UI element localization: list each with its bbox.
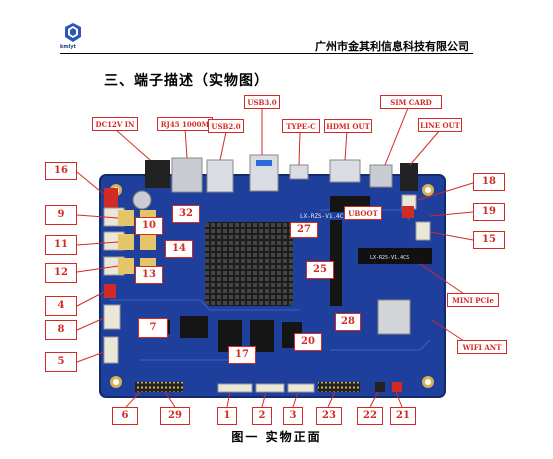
callout-5: 5 bbox=[45, 352, 77, 372]
heatsink bbox=[205, 222, 293, 306]
callout-28: 28 bbox=[335, 313, 361, 331]
callout-mini-pcie: MINI PCIe bbox=[447, 293, 499, 307]
callout-1: 1 bbox=[217, 407, 237, 425]
figure-caption: 图一 实物正面 bbox=[231, 430, 322, 444]
callout-6: 6 bbox=[112, 407, 138, 425]
top-connectors bbox=[145, 154, 418, 193]
callout-11: 11 bbox=[45, 235, 77, 255]
callout-29: 29 bbox=[160, 407, 190, 425]
callout-25: 25 bbox=[306, 261, 334, 279]
callout-21: 21 bbox=[390, 407, 416, 425]
section-title: 三、端子描述（实物图） bbox=[104, 73, 269, 89]
callout-4: 4 bbox=[45, 296, 77, 316]
callout-usb30: USB3.0 bbox=[244, 95, 280, 109]
callout-32: 32 bbox=[172, 205, 200, 223]
callout-usb20: USB2.0 bbox=[208, 119, 244, 133]
silkscreen-text: LX-RZS-V1.4CS bbox=[300, 213, 347, 220]
callout-10: 10 bbox=[135, 217, 163, 235]
bottom-headers bbox=[135, 382, 402, 393]
callout-sim-card: SIM CARD bbox=[380, 95, 442, 109]
header-divider bbox=[60, 53, 473, 54]
callout-uboot: UBOOT bbox=[344, 206, 382, 220]
callout-dc12v-in: DC12V IN bbox=[92, 117, 138, 131]
callout-14: 14 bbox=[165, 240, 193, 258]
callout-rj45: RJ45 1000M bbox=[157, 117, 213, 131]
callout-20: 20 bbox=[294, 333, 322, 351]
callout-12: 12 bbox=[45, 263, 77, 283]
callout-16: 16 bbox=[45, 162, 77, 180]
fpc-connector bbox=[330, 220, 342, 306]
callout-13: 13 bbox=[135, 266, 163, 284]
callout-2: 2 bbox=[252, 407, 272, 425]
callout-7: 7 bbox=[138, 318, 168, 338]
callout-line-out: LINE OUT bbox=[418, 118, 462, 132]
callout-15: 15 bbox=[473, 231, 505, 249]
callout-23: 23 bbox=[316, 407, 342, 425]
callout-hdmi-out: HDMI OUT bbox=[324, 119, 372, 133]
callout-18: 18 bbox=[473, 173, 505, 191]
callout-3: 3 bbox=[283, 407, 303, 425]
callout-type-c: TYPE-C bbox=[282, 119, 320, 133]
mini-pcie-slot: LX-R25-V1.4CS bbox=[358, 248, 432, 264]
callout-8: 8 bbox=[45, 320, 77, 340]
logo-text: kmlyt bbox=[60, 44, 76, 50]
company-logo bbox=[65, 23, 81, 42]
ic-chips bbox=[150, 196, 411, 352]
callout-19: 19 bbox=[473, 203, 505, 221]
callout-22: 22 bbox=[357, 407, 383, 425]
company-name: 广州市金其利信息科技有限公司 bbox=[315, 40, 469, 53]
callout-27: 27 bbox=[290, 222, 318, 238]
callout-9: 9 bbox=[45, 205, 77, 225]
leader-lines bbox=[76, 97, 474, 408]
callout-17: 17 bbox=[228, 346, 256, 364]
mini-pcie-silkscreen: LX-R25-V1.4CS bbox=[370, 255, 409, 261]
callout-wifi-ant: WIFI ANT bbox=[457, 340, 507, 354]
